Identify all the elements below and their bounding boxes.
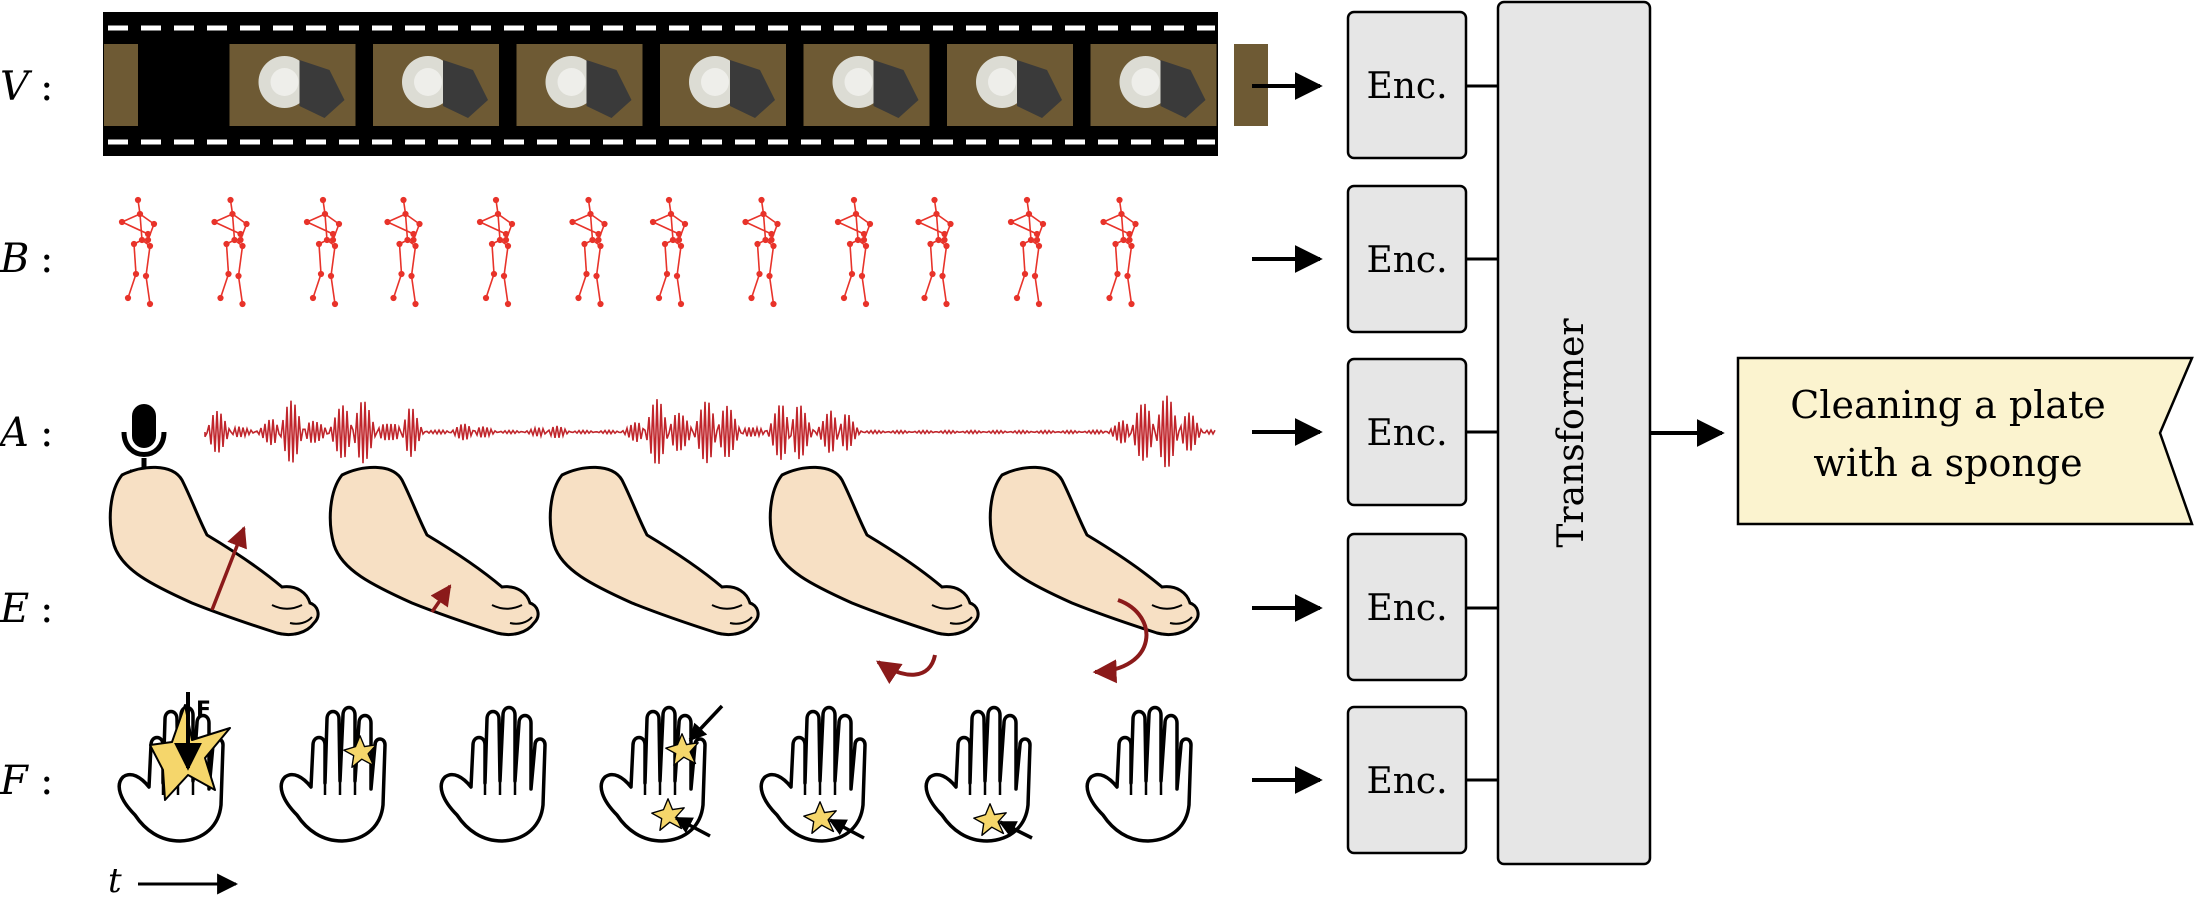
row-sep-b: :: [40, 236, 53, 282]
encoder-label-e: Enc.: [1366, 588, 1447, 629]
body-skeletons: [120, 198, 1138, 307]
skeleton-pose: [385, 198, 422, 307]
skeleton-pose: [1101, 198, 1138, 307]
hand-icon: [601, 708, 705, 842]
row-sep-f: :: [40, 758, 53, 804]
tactile-hands: F: [119, 692, 1191, 841]
hand-icon: [1087, 708, 1191, 842]
video-frame: [660, 44, 786, 126]
video-frame: [230, 44, 356, 126]
row-labels: V : B : A : E : F :: [0, 64, 53, 804]
encoder-label-v: Enc.: [1366, 66, 1447, 107]
skeleton-pose: [570, 198, 607, 307]
skeleton-pose: [120, 198, 157, 307]
row-label-a: A: [0, 410, 29, 456]
encoder-label-f: Enc.: [1366, 761, 1447, 802]
encoders: Enc. Enc. Enc. Enc. Enc.: [1348, 12, 1466, 853]
row-label-f: F: [0, 758, 29, 804]
skeleton-pose: [743, 198, 780, 307]
microphone-icon: [124, 404, 164, 472]
row-label-v: V: [0, 64, 33, 110]
video-frame: [373, 44, 499, 126]
video-frame: [1091, 44, 1217, 126]
arm-icon: [110, 467, 318, 634]
force-label: F: [196, 698, 211, 723]
force-arrow: [690, 706, 722, 740]
output-label-line2: with a sponge: [1813, 441, 2082, 485]
encoder-label-b: Enc.: [1366, 240, 1447, 281]
arm-icon: [770, 467, 978, 634]
emg-arms: [110, 467, 1198, 674]
skeleton-pose: [478, 198, 515, 307]
encoder-connectors: [1466, 86, 1498, 780]
row-label-b: B: [0, 236, 29, 282]
skeleton-pose: [1009, 198, 1046, 307]
skeleton-pose: [305, 198, 342, 307]
row-label-e: E: [0, 586, 29, 632]
video-frame: [104, 44, 138, 126]
row-sep-v: :: [40, 64, 53, 110]
arm-icon: [990, 467, 1198, 634]
arm-icon: [550, 467, 758, 634]
time-label: t: [108, 861, 122, 901]
row-sep-e: :: [40, 586, 53, 632]
encoder-label-a: Enc.: [1366, 413, 1447, 454]
emg-rotation-arrow: [878, 655, 935, 675]
hand-icon: [281, 708, 385, 842]
video-filmstrip: [103, 12, 1268, 156]
video-frames: [104, 44, 1268, 126]
video-frame: [947, 44, 1073, 126]
audio-waveform: [205, 396, 1215, 467]
transformer-label: Transformer: [1551, 318, 1592, 548]
video-frame: [804, 44, 930, 126]
input-arrows: [1252, 86, 1320, 780]
row-sep-a: :: [40, 410, 53, 456]
hand-icon: [441, 708, 545, 842]
skeleton-pose: [212, 198, 249, 307]
skeleton-pose: [916, 198, 953, 307]
skeleton-pose: [836, 198, 873, 307]
video-frame: [517, 44, 643, 126]
skeleton-pose: [651, 198, 688, 307]
output-label-line1: Cleaning a plate: [1790, 383, 2106, 427]
